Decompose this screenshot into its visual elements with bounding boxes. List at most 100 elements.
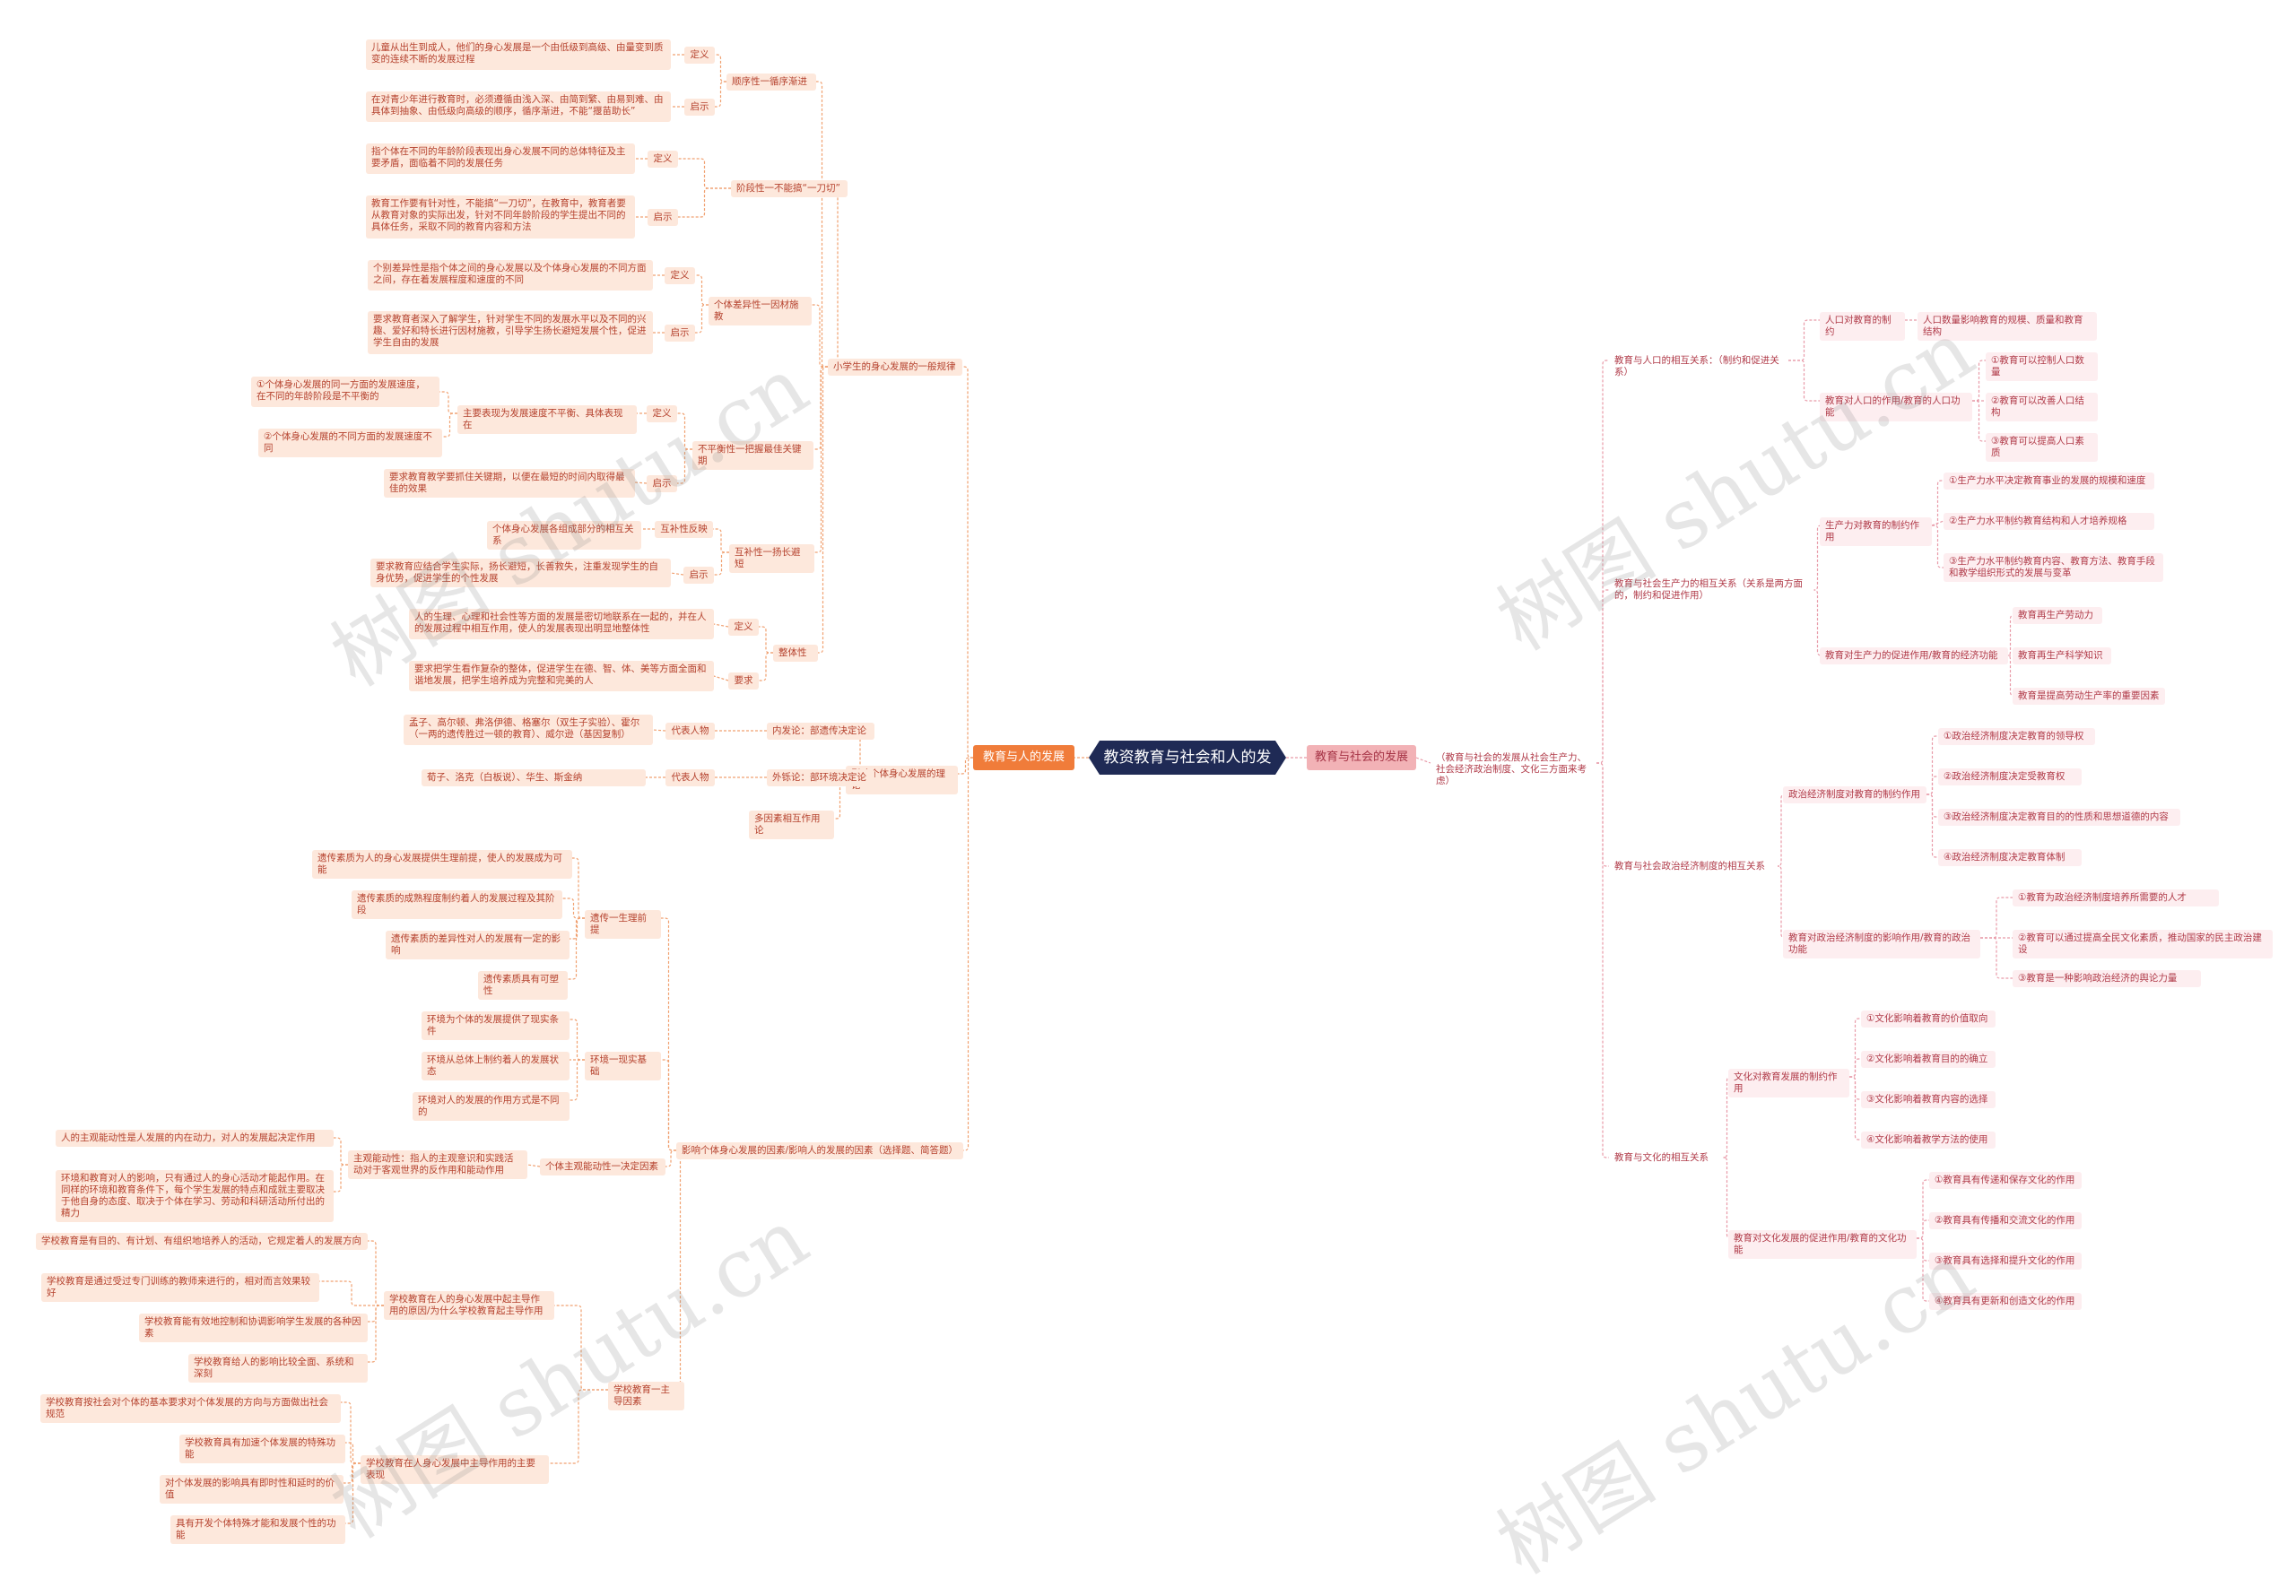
node-prod[interactable]: 教育与社会生产力的相互关系（关系是两方面的，制约和促进作用）: [1614, 578, 1803, 601]
node-pop-a[interactable]: 人口对教育的制约: [1820, 312, 1905, 341]
node-right-note[interactable]: （教育与社会的发展从社会生产力、社会经济政治制度、文化三方面来考虑）: [1436, 752, 1587, 786]
node-outer-rep[interactable]: 荀子、洛克（白板说）、华生、斯金纳: [422, 769, 646, 786]
node-cul-a2[interactable]: ③文化影响着教育内容的选择: [1861, 1091, 1996, 1108]
node-seq-ins-tag[interactable]: 启示: [684, 99, 715, 116]
node-subj-1[interactable]: 环境和教育对人的影响，只有通过人的身心活动才能起作用。在同样的环境和教育条件下，…: [56, 1170, 334, 1222]
node-indiv-ins-tag[interactable]: 启示: [665, 325, 695, 342]
node-why-3[interactable]: 学校教育给人的影响比较全面、系统和深刻: [188, 1354, 368, 1383]
node-comp-t1[interactable]: 个体身心发展各组成部分的相互关系: [487, 521, 641, 550]
node-left-l1[interactable]: 教育与人的发展: [973, 745, 1074, 770]
node-why[interactable]: 学校教育在人的身心发展中起主导作用的原因/为什么学校教育起主导作用: [384, 1291, 554, 1320]
node-prod-a2[interactable]: ③生产力水平制约教育内容、教育方法、教育手段和教学组织形式的发展与变革: [1944, 553, 2163, 582]
node-uneven-p2[interactable]: ②个体身心发展的不同方面的发展速度不同: [258, 429, 442, 457]
node-comp-tag1[interactable]: 互补性反映: [655, 521, 713, 538]
node-her-1[interactable]: 遗传素质的成熟程度制约着人的发展过程及其阶段: [352, 890, 562, 919]
node-uneven[interactable]: 不平衡性一把握最佳关键期: [692, 441, 813, 470]
node-why-2[interactable]: 学校教育能有效地控制和协调影响学生发展的各种因素: [139, 1314, 368, 1342]
node-cul-b1[interactable]: ②教育具有传播和交流文化的作用: [1929, 1212, 2082, 1229]
node-multi[interactable]: 多因素相互作用论: [749, 811, 834, 839]
node-right-l1[interactable]: 教育与社会的发展: [1307, 745, 1416, 770]
node-pol-b[interactable]: 教育对政治经济制度的影响作用/教育的政治功能: [1783, 930, 1980, 958]
node-her-2[interactable]: 遗传素质的差异性对人的发展有一定的影响: [386, 931, 570, 959]
node-indiv[interactable]: 个体差异性一因材施教: [709, 297, 812, 325]
node-whole-req-tag[interactable]: 要求: [728, 672, 759, 690]
node-comp[interactable]: 互补性一扬长避短: [729, 544, 814, 573]
node-how-2[interactable]: 对个体发展的影响具有即时性和延时的价值: [160, 1475, 344, 1504]
node-inner[interactable]: 内发论：部遗传决定论: [767, 723, 874, 740]
node-stage-ins[interactable]: 教育工作要有针对性，不能搞“一刀切”，在教育中，教育者要从教育对象的实际出发，针…: [366, 195, 635, 239]
node-outer-tag[interactable]: 代表人物: [665, 769, 715, 786]
node-how[interactable]: 学校教育在人身心发展中主导作用的主要表现: [361, 1455, 549, 1484]
node-subj-0[interactable]: 人的主观能动性是人发展的内在动力，对人的发展起决定作用: [56, 1130, 334, 1147]
node-why-0[interactable]: 学校教育是有目的、有计划、有组织地培养人的活动，它规定着人的发展方向: [36, 1233, 368, 1250]
node-how-3[interactable]: 具有开发个体特殊才能和发展个性的功能: [170, 1515, 345, 1544]
node-cul-a1[interactable]: ②文化影响着教育目的的确立: [1861, 1051, 1996, 1068]
node-seq[interactable]: 顺序性一循序渐进: [726, 74, 816, 91]
node-seq-ins[interactable]: 在对青少年进行教育时，必须遵循由浅入深、由简到繁、由易到难、由具体到抽象、由低级…: [366, 91, 671, 122]
node-cul-b[interactable]: 教育对文化发展的促进作用/教育的文化功能: [1728, 1230, 1917, 1259]
node-root[interactable]: 教资教育与社会和人的发展: [1089, 741, 1286, 775]
node-factors[interactable]: 影响个体身心发展的因素/影响人的发展的因素（选择题、简答题）: [676, 1142, 963, 1159]
node-subj-main[interactable]: 主观能动性：指人的主观意识和实践活动对于客观世界的反作用和能动作用: [348, 1150, 527, 1179]
node-prod-b0[interactable]: 教育再生产劳动力: [2013, 607, 2102, 624]
node-uneven-ins-tag[interactable]: 启示: [647, 475, 677, 492]
node-cul-b3[interactable]: ④教育具有更新和创造文化的作用: [1929, 1293, 2082, 1310]
node-env-1[interactable]: 环境从总体上制约着人的发展状态: [422, 1052, 570, 1080]
node-comp-ins[interactable]: 要求教育应结合学生实际，扬长避短，长善救失，注重发现学生的自身优势，促进学生的个…: [370, 559, 671, 587]
node-pol-a[interactable]: 政治经济制度对教育的制约作用: [1783, 786, 1926, 803]
node-cul-a3[interactable]: ④文化影响着教学方法的使用: [1861, 1132, 1996, 1149]
node-uneven-main[interactable]: 主要表现为发展速度不平衡、具体表现在: [457, 405, 637, 434]
node-indiv-ins[interactable]: 要求教育者深入了解学生，针对学生不同的发展水平以及不同的兴趣、爱好和特长进行因材…: [368, 311, 653, 354]
node-seq-def-tag[interactable]: 定义: [684, 47, 715, 64]
node-whole-req[interactable]: 要求把学生看作复杂的整体，促进学生在德、智、体、美等方面全面和谐地发展，把学生培…: [409, 661, 714, 691]
node-inner-tag[interactable]: 代表人物: [665, 723, 715, 740]
node-laws[interactable]: 小学生的身心发展的一般规律: [828, 359, 962, 376]
node-prod-b2[interactable]: 教育是提高劳动生产率的重要因素: [2013, 688, 2165, 705]
node-env[interactable]: 环境一现实基础: [585, 1052, 661, 1080]
node-pop-b1[interactable]: ②教育可以改善人口结构: [1986, 393, 2098, 421]
node-seq-def[interactable]: 儿童从出生到成人，他们的身心发展是一个由低级到高级、由量变到质变的连续不断的发展…: [366, 39, 671, 70]
node-inner-rep[interactable]: 孟子、高尔顿、弗洛伊德、格塞尔（双生子实验）、霍尔（一两的遗传胜过一顿的教育）、…: [404, 715, 653, 745]
node-cul-a[interactable]: 文化对教育发展的制约作用: [1728, 1069, 1849, 1097]
node-pol-b2[interactable]: ③教育是一种影响政治经济的舆论力量: [2013, 970, 2201, 987]
node-stage-def-tag[interactable]: 定义: [648, 151, 678, 168]
node-cul-a0[interactable]: ①文化影响着教育的价值取向: [1861, 1011, 1996, 1028]
node-school[interactable]: 学校教育一主导因素: [608, 1382, 684, 1410]
node-prod-a[interactable]: 生产力对教育的制约作用: [1820, 517, 1932, 546]
node-stage[interactable]: 阶段性一不能搞“一刀切”: [731, 180, 848, 197]
node-her[interactable]: 遗传一生理前提: [585, 910, 661, 939]
node-whole-def[interactable]: 人的生理、心理和社会性等方面的发展是密切地联系在一起的，并在人的发展过程中相互作…: [409, 609, 714, 639]
node-pol[interactable]: 教育与社会政治经济制度的相互关系: [1614, 861, 1765, 872]
node-pop[interactable]: 教育与人口的相互关系：（制约和促进关系）: [1614, 355, 1779, 377]
node-pol-a3[interactable]: ④政治经济制度决定教育体制: [1938, 849, 2082, 866]
node-her-3[interactable]: 遗传素质具有可塑性: [478, 971, 568, 1000]
node-prod-a1[interactable]: ②生产力水平制约教育结构和人才培养规格: [1944, 513, 2154, 530]
node-pol-b1[interactable]: ②教育可以通过提高全民文化素质，推动国家的民主政治建设: [2013, 930, 2273, 958]
node-how-0[interactable]: 学校教育按社会对个体的基本要求对个体发展的方向与方面做出社会规范: [40, 1394, 341, 1423]
node-whole-def-tag[interactable]: 定义: [728, 619, 759, 636]
node-cul-b0[interactable]: ①教育具有传递和保存文化的作用: [1929, 1172, 2082, 1189]
node-cul-b2[interactable]: ③教育具有选择和提升文化的作用: [1929, 1253, 2082, 1270]
node-stage-def[interactable]: 指个体在不同的年龄阶段表现出身心发展不同的总体特征及主要矛盾，面临着不同的发展任…: [366, 143, 635, 174]
node-env-0[interactable]: 环境为个体的发展提供了现实条件: [422, 1011, 570, 1040]
node-prod-a0[interactable]: ①生产力水平决定教育事业的发展的规模和速度: [1944, 473, 2154, 490]
node-pol-b0[interactable]: ①教育为政治经济制度培养所需要的人才: [2013, 889, 2219, 906]
node-pop-b[interactable]: 教育对人口的作用/教育的人口功能: [1820, 393, 1972, 421]
node-uneven-p1[interactable]: ①个体身心发展的同一方面的发展速度，在不同的年龄阶段是不平衡的: [251, 377, 439, 407]
node-whole[interactable]: 整体性: [773, 645, 818, 662]
node-how-1[interactable]: 学校教育具有加速个体发展的特殊功能: [179, 1435, 345, 1463]
node-uneven-def-tag[interactable]: 定义: [647, 405, 677, 422]
node-stage-ins-tag[interactable]: 启示: [648, 209, 678, 226]
node-prod-b[interactable]: 教育对生产力的促进作用/教育的经济功能: [1820, 647, 2008, 664]
node-pol-a2[interactable]: ③政治经济制度决定教育目的的性质和思想道德的内容: [1938, 809, 2180, 826]
node-cul[interactable]: 教育与文化的相互关系: [1614, 1152, 1709, 1163]
node-why-1[interactable]: 学校教育是通过受过专门训练的教师来进行的，相对而言效果较好: [41, 1273, 319, 1302]
node-uneven-ins[interactable]: 要求教育教学要抓住关键期，以便在最短的时间内取得最佳的效果: [384, 469, 635, 498]
node-pol-a0[interactable]: ①政治经济制度决定教育的领导权: [1938, 728, 2095, 745]
node-indiv-def-tag[interactable]: 定义: [665, 267, 695, 284]
node-comp-ins-tag[interactable]: 启示: [683, 567, 714, 584]
node-pop-b2[interactable]: ③教育可以提高人口素质: [1986, 433, 2098, 462]
node-her-0[interactable]: 遗传素质为人的身心发展提供生理前提，使人的发展成为可能: [312, 850, 572, 879]
node-prod-b1[interactable]: 教育再生产科学知识: [2013, 647, 2111, 664]
node-env-2[interactable]: 环境对人的发展的作用方式是不同的: [413, 1092, 570, 1121]
